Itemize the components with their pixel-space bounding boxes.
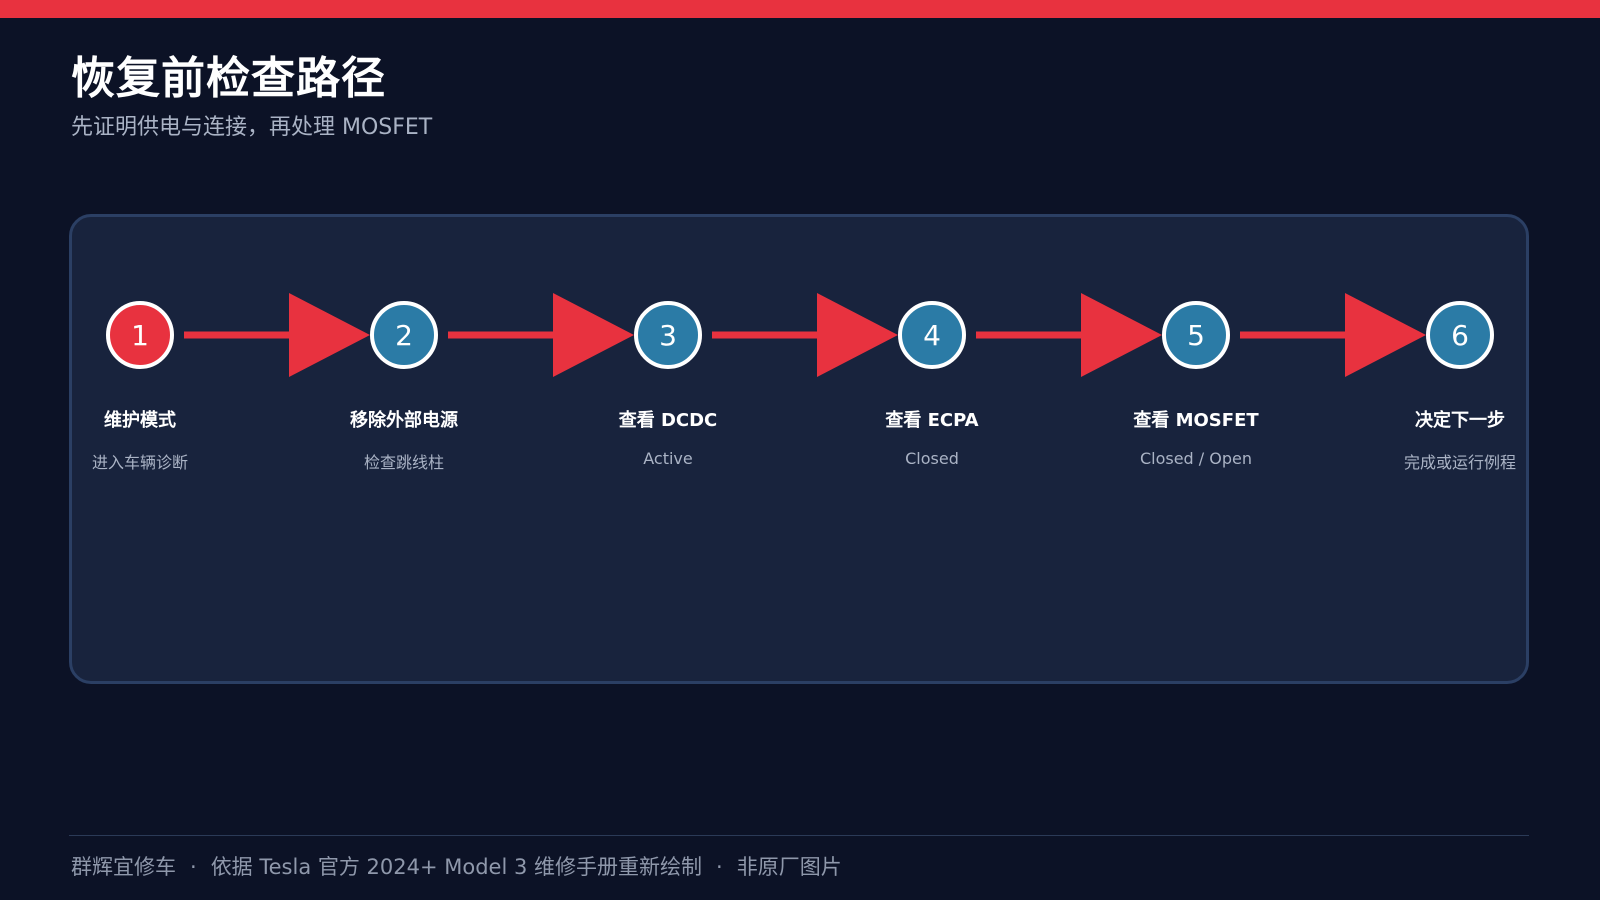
step-text-group: 决定下一步完成或运行例程: [1340, 406, 1580, 473]
page-title: 恢复前检查路径: [71, 53, 386, 104]
step-label: 查看 ECPA: [885, 410, 979, 431]
footer-divider: [69, 835, 1529, 836]
step-circle: [634, 301, 702, 369]
footer-source: 群辉宜修车: [71, 855, 176, 879]
step-detail: Active: [643, 449, 693, 468]
step-text-group: 查看 ECPA Closed: [812, 406, 1052, 468]
step-number: 4: [923, 319, 941, 352]
step-detail: 检查跳线柱: [363, 453, 444, 472]
step-text-group: 维护模式进入车辆诊断: [20, 406, 260, 473]
arrow-head: [1345, 293, 1426, 377]
step-label: 决定下一步: [1415, 410, 1505, 431]
footer-separator: ·: [716, 855, 723, 879]
step-text-group: 移除外部电源检查跳线柱: [284, 406, 524, 473]
step-number: 6: [1451, 319, 1469, 352]
footer-disclaimer: 非原厂图片: [736, 855, 842, 879]
step-detail: Closed: [905, 449, 959, 468]
step-detail: 完成或运行例程: [1403, 453, 1516, 472]
step-circle: [370, 301, 438, 369]
step-label: 查看 DCDC: [618, 410, 718, 431]
arrow-head: [1081, 293, 1162, 377]
step-circle: [898, 301, 966, 369]
step-detail: 进入车辆诊断: [91, 453, 188, 472]
step-circle: [106, 301, 174, 369]
footer: 群辉宜修车 · 依据 Tesla 官方 2024+ Model 3 维修手册重新绘制…: [71, 851, 842, 881]
arrow-head: [817, 293, 898, 377]
step-number: 3: [659, 319, 677, 352]
step-circle: [1426, 301, 1494, 369]
step-number: 1: [131, 319, 149, 352]
arrow-head: [289, 293, 370, 377]
top-accent-bar: [0, 0, 1600, 18]
arrow-head: [553, 293, 634, 377]
flow-panel: [69, 214, 1529, 684]
step-text-group: 查看 MOSFET Closed / Open: [1076, 406, 1316, 468]
step-label: 移除外部电源: [350, 410, 458, 431]
step-circle: [1162, 301, 1230, 369]
step-detail: Closed / Open: [1139, 449, 1253, 468]
step-label: 维护模式: [104, 410, 176, 431]
footer-separator: ·: [190, 855, 197, 879]
step-text-group: 查看 DCDC Active: [548, 406, 788, 468]
step-label: 查看 MOSFET: [1133, 410, 1259, 431]
step-number: 5: [1187, 319, 1205, 352]
page-subtitle: 先证明供电与连接，再处理 MOSFET: [71, 115, 433, 140]
footer-basis: 依据 Tesla 官方 2024+ Model 3 维修手册重新绘制: [210, 855, 703, 879]
step-number: 2: [395, 319, 413, 352]
